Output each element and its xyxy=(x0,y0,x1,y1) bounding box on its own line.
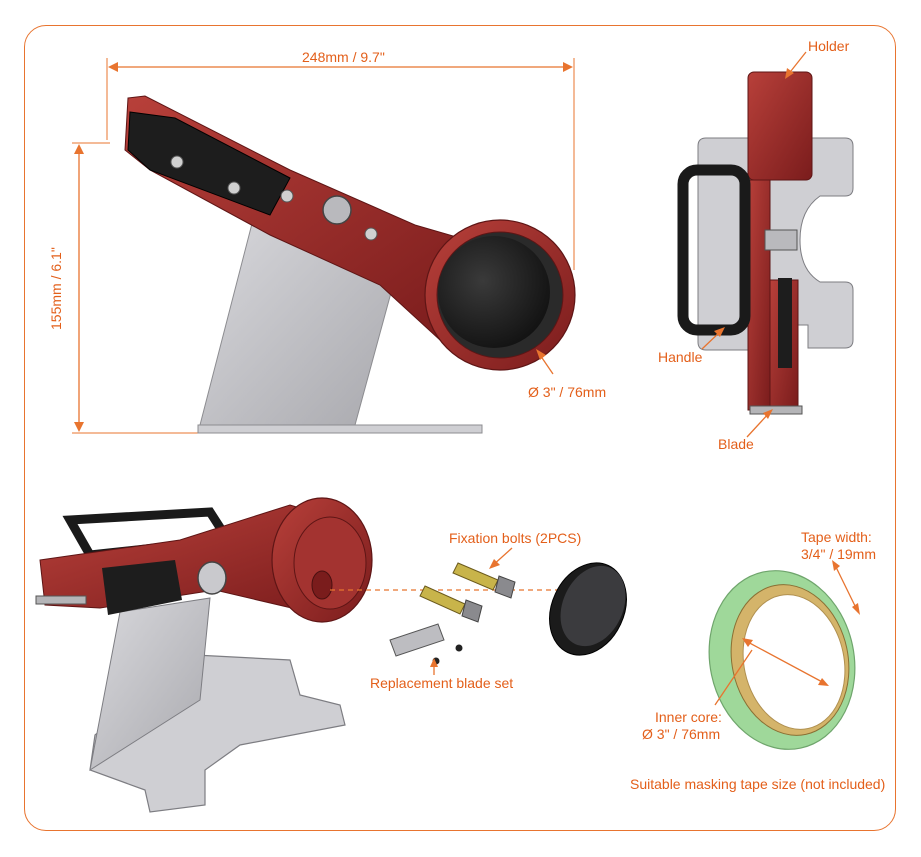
axle-knob xyxy=(322,195,352,225)
holder-cap xyxy=(438,236,550,348)
height-dimension-label: 155mm / 6.1" xyxy=(48,247,64,330)
fixation-bolts-label: Fixation bolts (2PCS) xyxy=(449,530,582,546)
screw-icon xyxy=(170,155,184,169)
fixation-bolt xyxy=(452,562,516,599)
front-view xyxy=(72,58,576,434)
blade-screw-icon xyxy=(455,644,463,652)
masking-tape xyxy=(708,560,860,750)
perspective-stand xyxy=(89,597,211,772)
exploded-view xyxy=(35,497,627,813)
inner-core-label-line1: Inner core: xyxy=(655,709,722,725)
screw-icon xyxy=(280,189,294,203)
handle-label: Handle xyxy=(658,349,703,365)
fixation-bolt xyxy=(419,585,483,623)
replacement-blade xyxy=(389,623,445,657)
screw-icon xyxy=(227,181,241,195)
side-handle xyxy=(677,164,751,336)
replacement-blade-label: Replacement blade set xyxy=(370,675,514,691)
side-red-body xyxy=(747,71,813,181)
holder-label: Holder xyxy=(808,38,850,54)
blade-label: Blade xyxy=(718,436,754,452)
black-grip xyxy=(127,111,291,216)
side-view xyxy=(677,51,854,438)
side-blade xyxy=(749,405,803,415)
perspective-axle xyxy=(197,561,227,595)
core-diameter-label: Ø 3" / 76mm xyxy=(528,384,607,400)
tape-core xyxy=(742,594,846,730)
screw-icon xyxy=(364,227,378,241)
side-axle xyxy=(764,229,798,251)
tape-width-label-line2: 3/4" / 19mm xyxy=(801,546,876,562)
width-dimension-label: 248mm / 9.7" xyxy=(302,49,385,65)
height-dimension xyxy=(72,142,200,434)
width-dimension xyxy=(106,58,575,270)
inner-core-label-line2: Ø 3" / 76mm xyxy=(642,726,721,742)
tape-width-label-line1: Tape width: xyxy=(801,529,872,545)
tape-note: Suitable masking tape size (not included… xyxy=(630,776,886,792)
diagram-frame xyxy=(24,25,896,831)
stand-base xyxy=(197,424,483,434)
